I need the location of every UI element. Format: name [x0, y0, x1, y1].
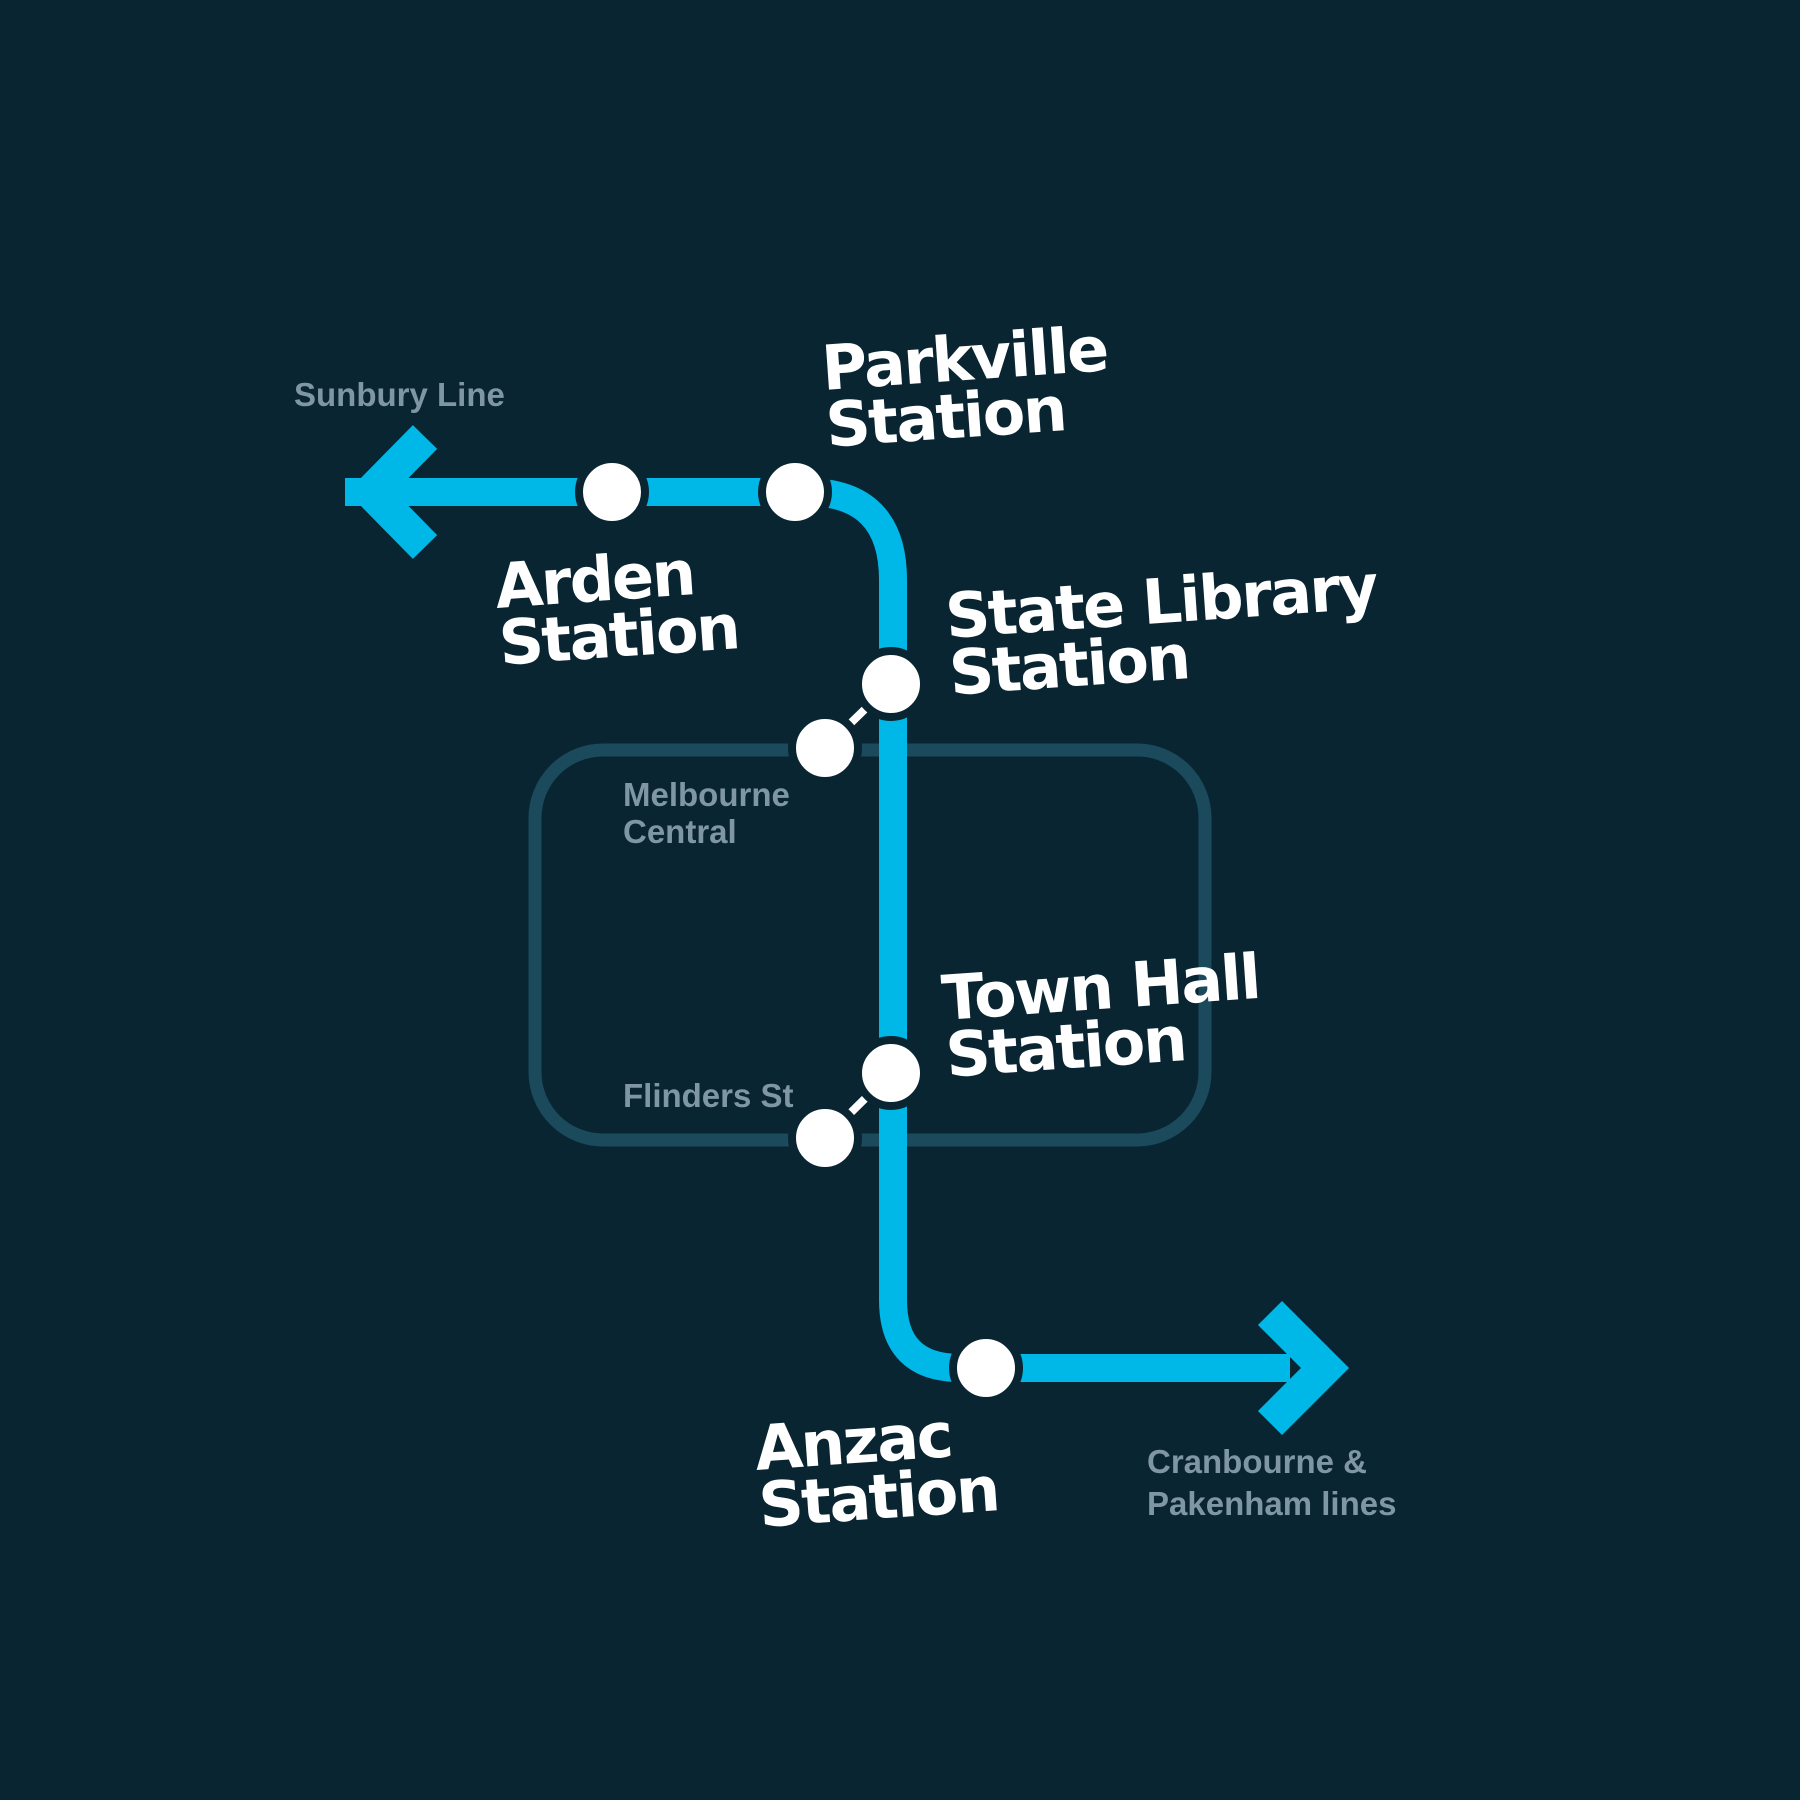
label-anzac-line1: Anzac — [752, 1398, 953, 1485]
station-dot-flinders-st[interactable] — [788, 1101, 862, 1175]
label-town-hall-line2: Station — [943, 1002, 1187, 1092]
label-flinders-st: Flinders St — [623, 1077, 794, 1114]
station-dot-arden[interactable] — [575, 455, 649, 529]
metro-tunnel-line — [345, 478, 1290, 1382]
label-anzac-station: Anzac Station — [752, 1398, 1000, 1542]
station-dot-parkville[interactable] — [758, 455, 832, 529]
label-arden-line2: Station — [497, 590, 741, 680]
label-anzac-line2: Station — [756, 1452, 1000, 1542]
label-cranbourne-line1: Cranbourne & — [1147, 1443, 1367, 1480]
label-parkville-line2: Station — [823, 372, 1067, 462]
station-dot-melbourne-central[interactable] — [788, 711, 862, 785]
label-state-library-line2: Station — [947, 620, 1191, 710]
label-cranbourne-line2: Pakenham lines — [1147, 1485, 1396, 1522]
station-dot-anzac[interactable] — [949, 1331, 1023, 1405]
station-dot-town-hall[interactable] — [854, 1036, 928, 1110]
city-loop — [528, 743, 1212, 1147]
label-melbourne-central-line2: Central — [623, 813, 737, 850]
label-arden-line1: Arden — [493, 536, 697, 623]
label-parkville-station: Parkville Station — [819, 312, 1109, 462]
arrow-right-icon — [1257, 1300, 1350, 1436]
arrow-left-icon — [347, 425, 438, 559]
label-arden-station: Arden Station — [493, 536, 741, 680]
label-melbourne-central-line1: Melbourne — [623, 776, 790, 813]
station-dot-state-library[interactable] — [854, 647, 928, 721]
label-sunbury-line: Sunbury Line — [294, 376, 505, 413]
